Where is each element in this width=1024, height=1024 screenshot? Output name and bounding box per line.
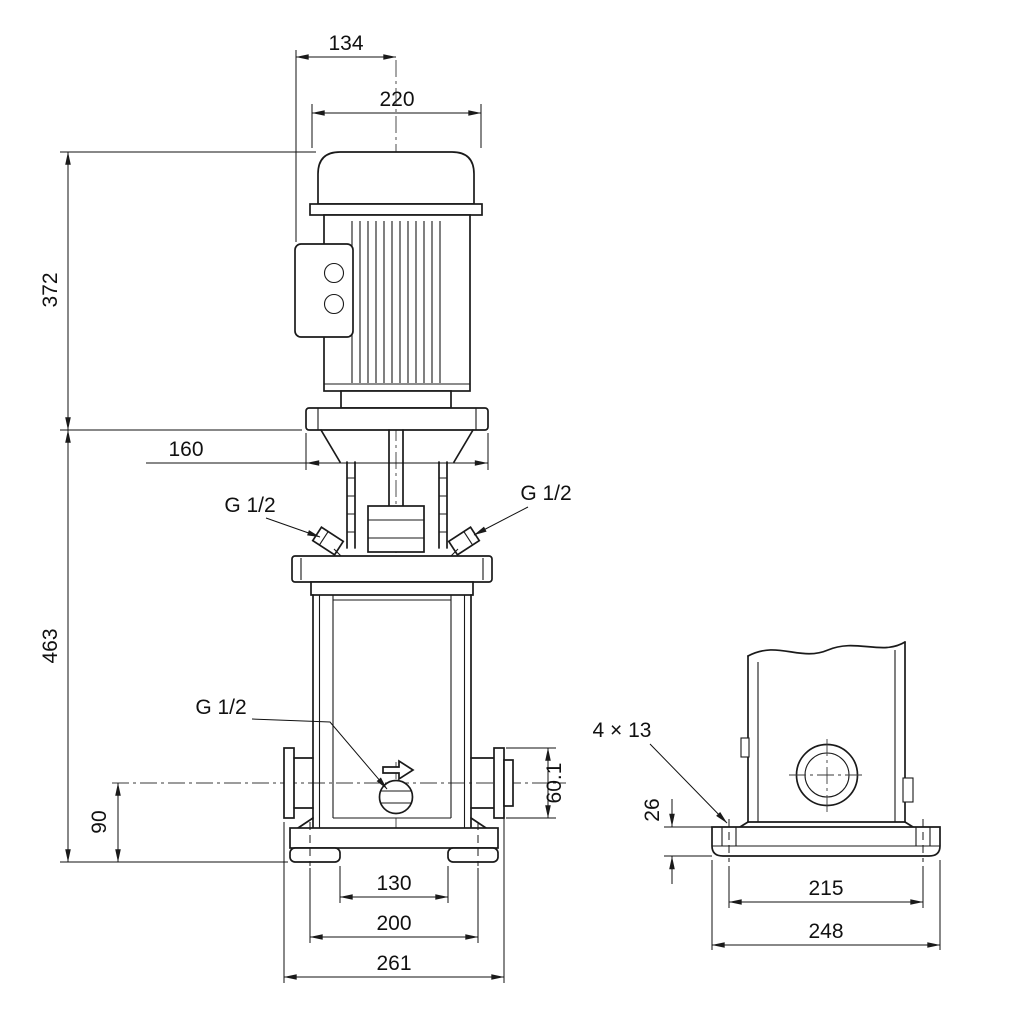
base-transition: [297, 817, 487, 829]
side-base-bolt-holes: [728, 819, 924, 862]
coupling-guard-ticks: [347, 477, 447, 533]
coupling-split-lines: [368, 519, 424, 539]
head-shoulders: [320, 429, 474, 463]
fan-cover-lip: [309, 203, 483, 216]
plug-left-label: G 1/2: [224, 494, 275, 517]
dimension-248: 248: [711, 860, 941, 950]
pump-head: [291, 429, 493, 596]
drain-plug: [378, 759, 415, 815]
motor-neck: [340, 390, 452, 409]
pump-column: [312, 594, 472, 829]
head-flange-bolts: [300, 558, 484, 580]
cable-entry-hole-top: [323, 262, 345, 284]
coupling: [367, 505, 425, 553]
motor: [294, 151, 489, 431]
staybolts: [318, 595, 466, 828]
column-shell: [312, 594, 472, 829]
break-line-wave: [747, 641, 906, 657]
inner-sleeve: [332, 595, 452, 818]
side-view: 4 × 13 26 215 248: [593, 641, 941, 950]
dim-463-value: 463: [39, 628, 62, 663]
dim-90-value: 90: [88, 810, 111, 833]
dimension-220: 220: [311, 88, 482, 148]
right-port-stub: [503, 759, 514, 807]
head-flange-step: [310, 581, 474, 596]
dim-248-value: 248: [808, 920, 843, 943]
dimension-130: 130: [339, 866, 449, 903]
side-base: [711, 819, 941, 862]
motor-flange: [305, 407, 489, 431]
dim-160-value: 160: [168, 438, 203, 461]
side-inner-walls: [757, 650, 896, 822]
pump-base: [289, 817, 499, 866]
dimension-200: 200: [309, 868, 479, 943]
motor-flange-detail: [317, 408, 477, 430]
dim-134-value: 134: [328, 32, 363, 55]
ports: [283, 747, 514, 819]
flow-direction-arrow: [382, 759, 415, 781]
dimension-372: 372: [39, 151, 316, 431]
dim-220-value: 220: [379, 88, 414, 111]
dim-261-value: 261: [376, 952, 411, 975]
label-plug-left: G 1/2: [224, 494, 321, 538]
label-drain-plug: G 1/2: [195, 696, 388, 790]
side-port-center-marks: [789, 739, 865, 812]
dim-60-1-value: 60.1: [543, 763, 566, 804]
left-port-neck: [293, 757, 314, 809]
fan-cover: [317, 151, 475, 205]
dim-26-value: 26: [641, 798, 664, 821]
plug-right-label: G 1/2: [520, 482, 571, 505]
right-port-neck: [470, 757, 495, 809]
head-flange: [291, 555, 493, 583]
side-body: [740, 641, 914, 823]
dimension-261: 261: [283, 812, 505, 983]
label-plug-right: G 1/2: [473, 482, 572, 536]
drain-plug-circle: [378, 779, 414, 815]
side-base-plate: [711, 826, 941, 857]
side-base-slot-edges: [721, 827, 931, 846]
terminal-box: [294, 243, 354, 338]
dimension-90: 90: [88, 782, 121, 863]
dim-372-value: 372: [39, 272, 62, 307]
nameplate: [902, 777, 914, 803]
dimension-60-1: 60.1: [506, 747, 566, 819]
coupling-guards: [346, 461, 448, 549]
shaft: [388, 429, 404, 507]
dimension-160: 160: [146, 433, 489, 470]
label-bolt-holes: 4 × 13: [593, 719, 728, 824]
base-foot-right: [447, 847, 499, 863]
front-view: 134 220 372 463 160 90: [39, 32, 572, 983]
left-port-flange: [283, 747, 295, 819]
side-body-fill: [748, 642, 905, 822]
bolt-holes-label: 4 × 13: [593, 719, 652, 742]
gauge-plug-left: [311, 526, 345, 556]
gauge-plug-right: [447, 526, 481, 556]
dimension-215: 215: [728, 866, 924, 908]
dimension-134: 134: [295, 32, 397, 242]
dimension-26: 26: [641, 798, 712, 884]
dimension-463: 463: [39, 429, 288, 863]
dim-215-value: 215: [808, 877, 843, 900]
base-foot-left: [289, 847, 341, 863]
dim-200-value: 200: [376, 912, 411, 935]
right-port-flange: [493, 747, 505, 819]
side-left-clip: [740, 737, 750, 758]
drain-plug-label: G 1/2: [195, 696, 246, 719]
base-plate: [289, 827, 499, 849]
base-bolt-holes: [309, 822, 479, 866]
drain-plug-hex: [381, 790, 411, 804]
dim-130-value: 130: [376, 872, 411, 895]
cable-entry-hole-bottom: [323, 293, 345, 315]
